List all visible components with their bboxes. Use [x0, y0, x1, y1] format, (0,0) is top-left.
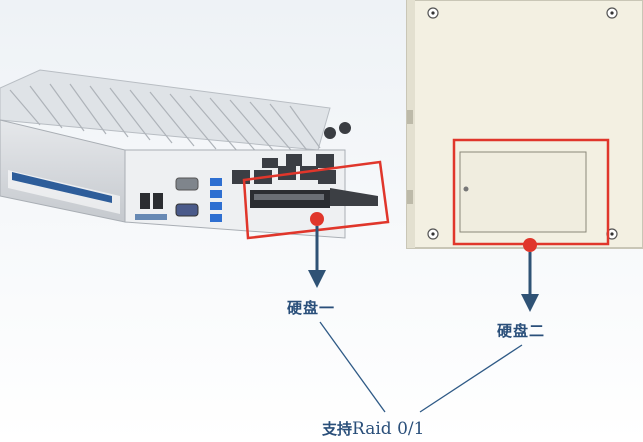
heatsink-fins: [9, 83, 321, 157]
disk2-arrow-head: [521, 294, 539, 312]
disk2-label: 硬盘二: [497, 322, 546, 340]
disk1-highlight: [242, 160, 390, 240]
raid-connector-lines: [319, 321, 523, 413]
raid-caption-prefix: 支持: [322, 420, 353, 438]
disk1-label: 硬盘一: [287, 299, 336, 317]
disk2-marker-dot: [523, 238, 537, 252]
disk1-marker-dot: [310, 212, 324, 226]
disk1-arrow-head: [308, 270, 326, 288]
lan-ports: [232, 154, 336, 184]
embedded-computer: [0, 69, 378, 239]
raid-caption: 支持Raid 0/1: [322, 418, 424, 439]
pointer-arrows: [308, 212, 539, 312]
raid-caption-suffix: Raid 0/1: [352, 419, 425, 439]
bottom-panel: [406, 0, 643, 249]
